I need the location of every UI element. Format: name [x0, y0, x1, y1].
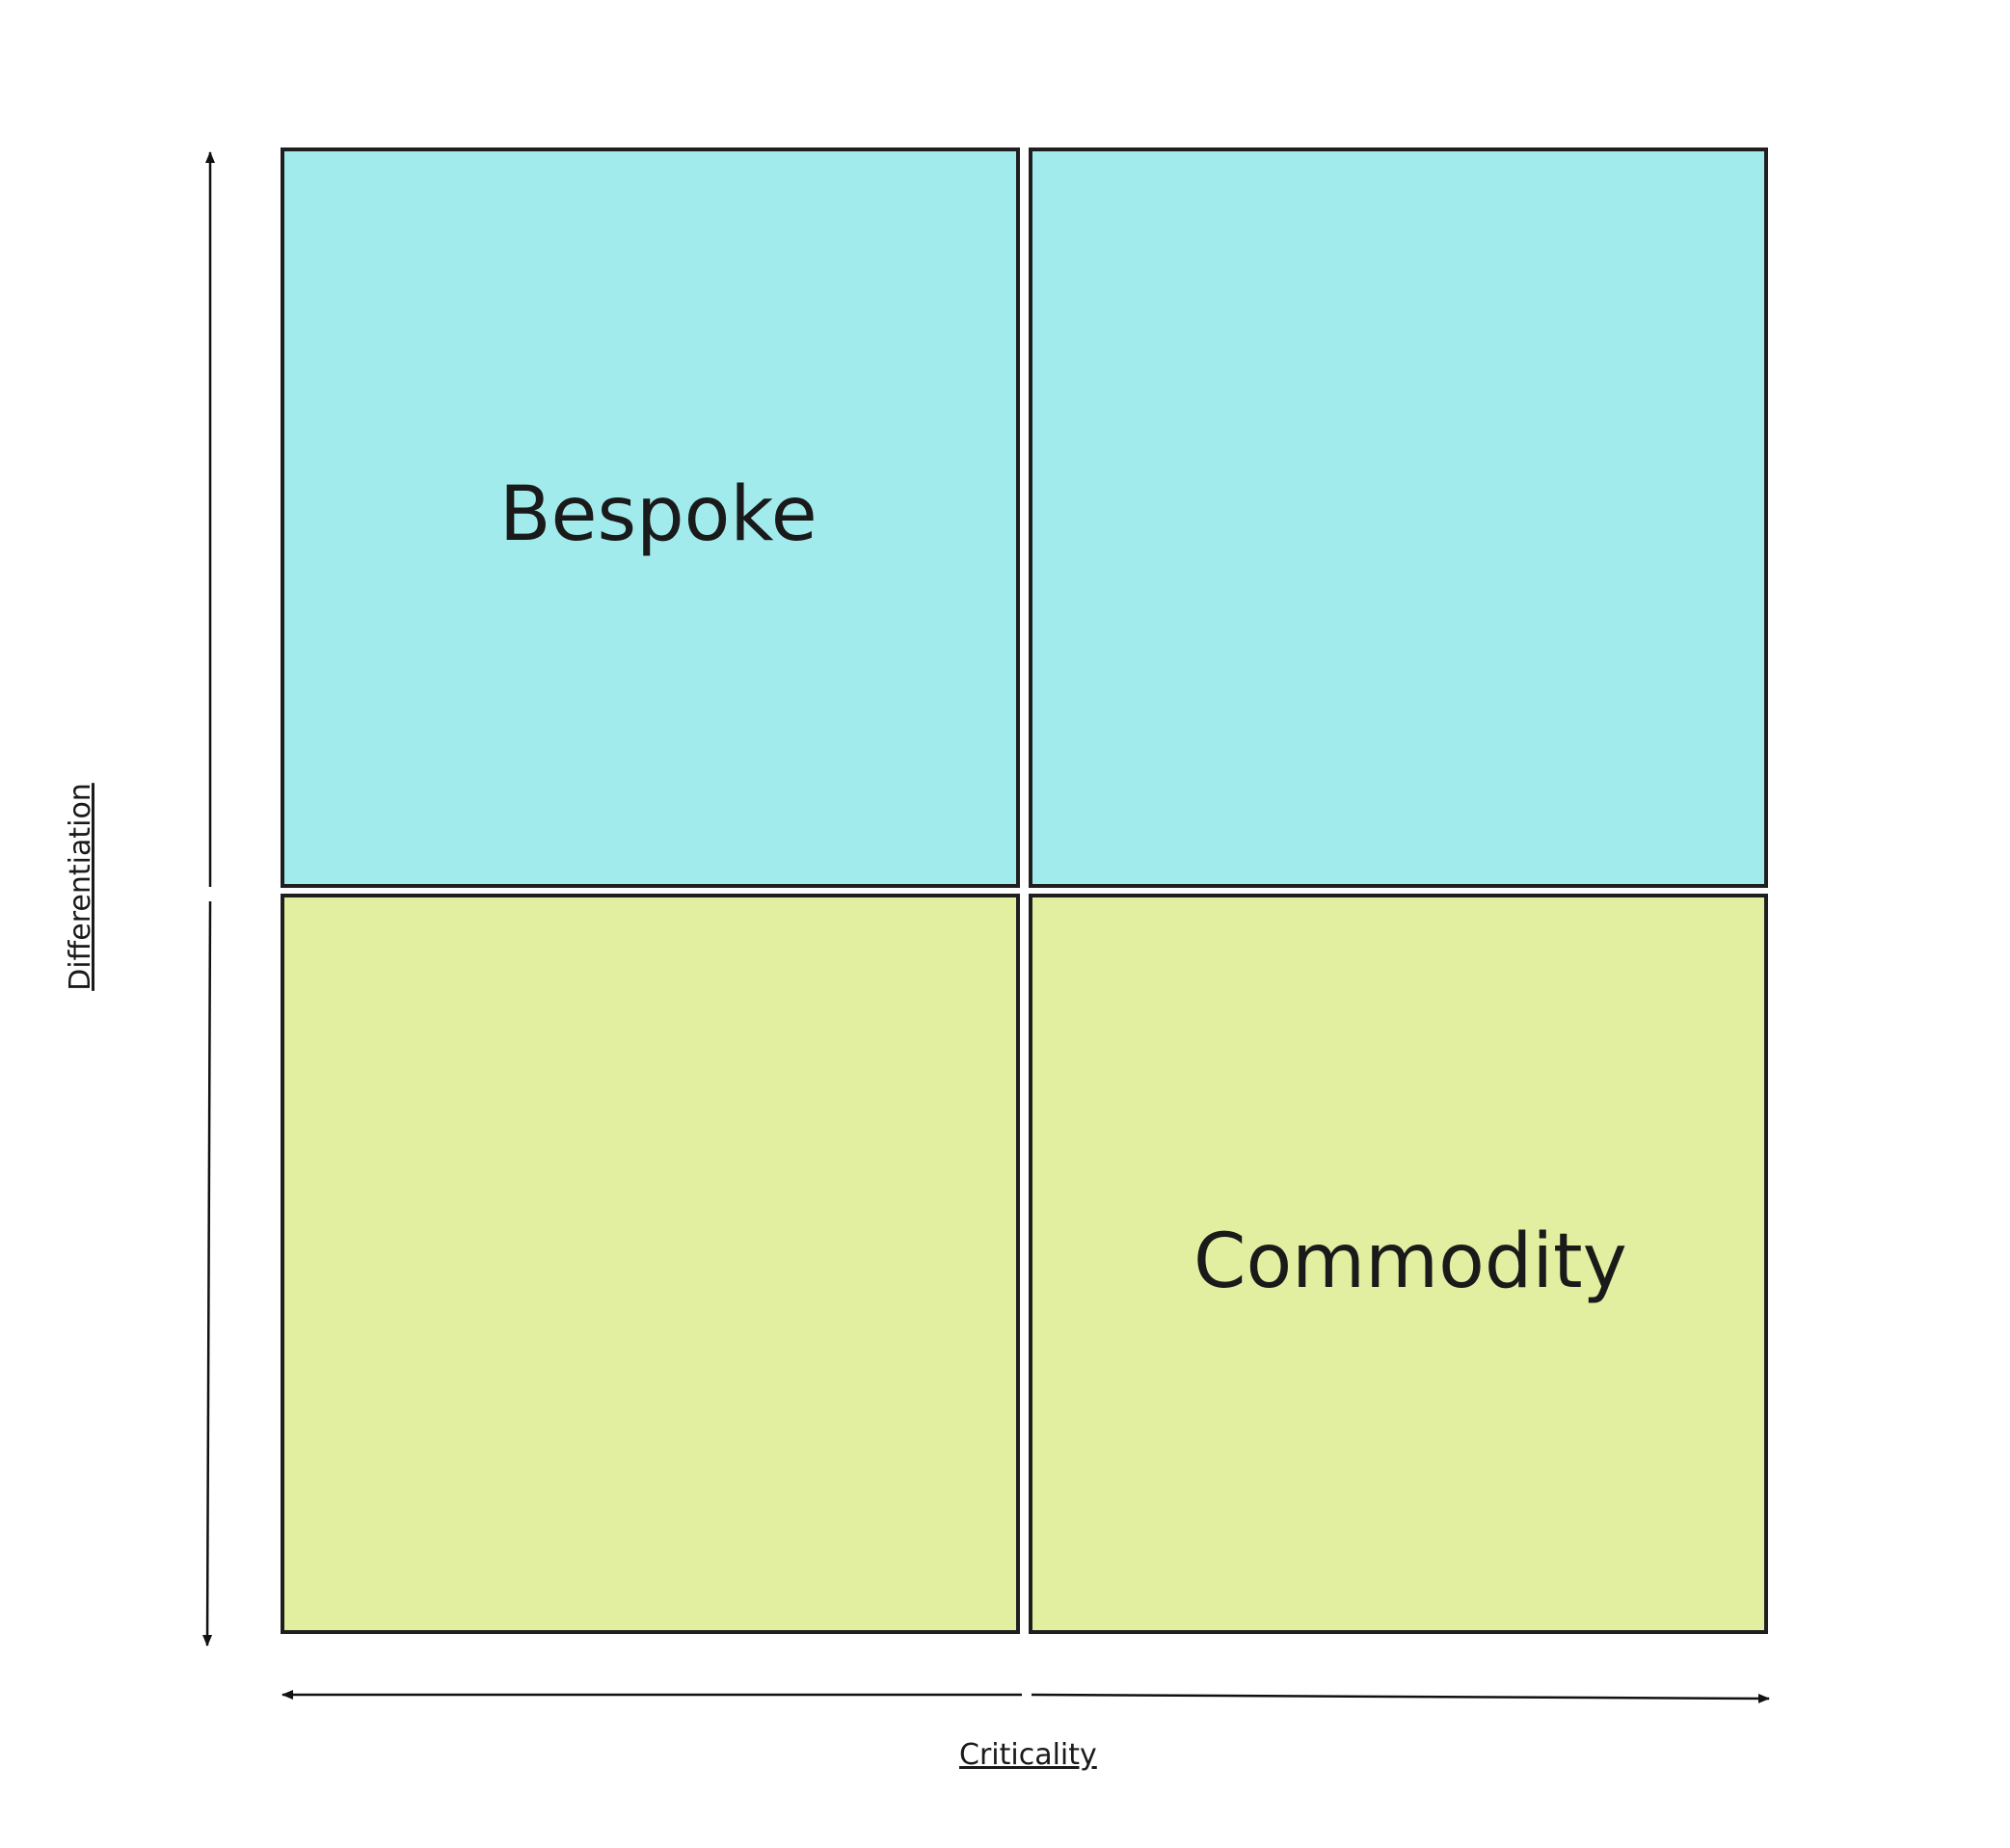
quadrant-bottom-left [281, 894, 1020, 1634]
quadrant-top-left [281, 147, 1020, 888]
quadrant-label-bespoke: Bespoke [499, 471, 817, 558]
y-axis-lower-arrow [202, 900, 213, 1647]
quadrant-top-right [1029, 147, 1768, 888]
x-axis-right-arrow [1031, 1693, 1770, 1703]
quadrant-bottom-right [1029, 894, 1768, 1634]
x-axis-label: Criticality [959, 1738, 1097, 1772]
quadrant-label-commodity: Commodity [1193, 1219, 1627, 1305]
y-axis-label: Differentiation [64, 783, 97, 991]
